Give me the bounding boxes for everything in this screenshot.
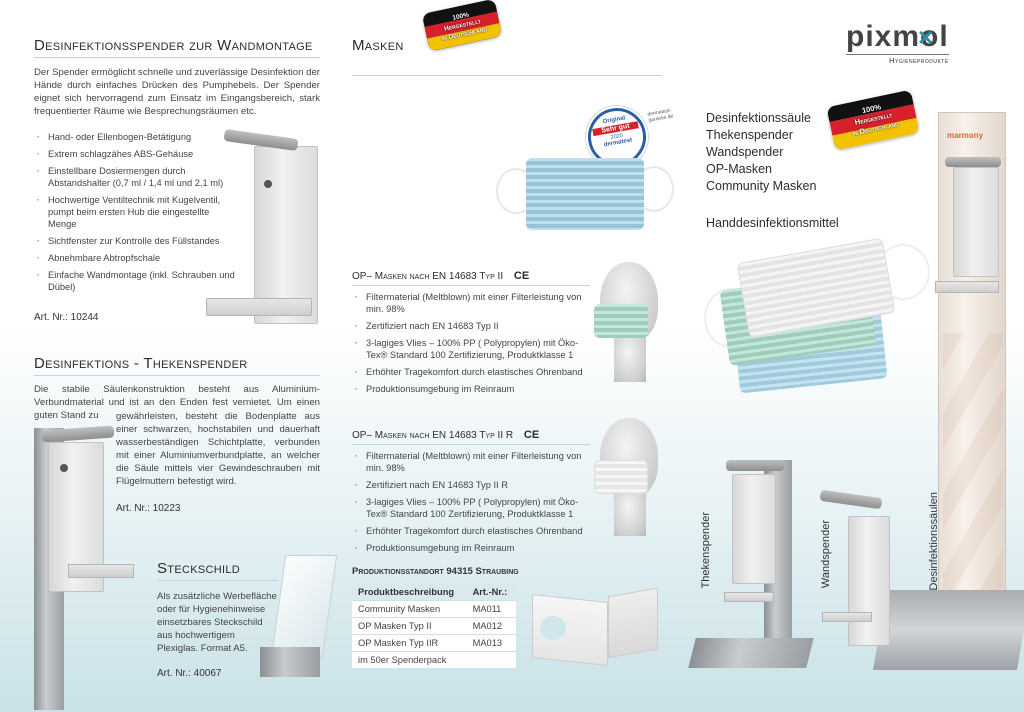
divider [34,375,320,376]
logo-text: pixmol [846,20,949,53]
feature-item: Sichtfenster zur Kontrolle des Füllstand… [34,234,240,247]
blue-mask-image [496,148,674,238]
production-site: Produktionsstandort 94315 Straubing [352,566,519,577]
feature-item: Zertifiziert nach EN 14683 Typ II R [352,478,598,491]
ce-mark: CE [523,429,540,441]
label-counter-dispenser: Thekenspender [700,512,712,589]
divider [352,285,590,286]
table-row: Community Masken MA011 [352,600,516,618]
typ2r-heading: OP– Masken nach EN 14683 Typ II R [352,430,514,441]
counter-dispenser-right-image [688,452,816,682]
feature-item: Hand- oder Ellenbogen-Betätigung [34,130,240,143]
art-nr-sign: Art. Nr.: 40067 [157,668,222,679]
counter-dispenser-description-b: gewährleisten, besteht die Bodenplatte a… [116,411,320,487]
feature-item: 3-lagiges Vlies – 100% PP ( Polypropylen… [352,495,598,520]
divider [352,75,662,76]
product-list-item: Community Masken [706,179,817,193]
feature-item: 3-lagiges Vlies – 100% PP ( Polypropylen… [352,336,598,361]
hand-sanitizer-label: Handdesinfektionsmittel [706,216,839,230]
divider [352,444,590,445]
product-list-item: Thekenspender [706,128,793,142]
feature-item: Erhöhter Tragekomfort durch elastisches … [352,524,598,537]
product-table: Produktbeschreibung Art.-Nr.: Community … [352,584,516,668]
divider [34,57,320,58]
wall-dispenser-right-image [819,488,900,648]
title-wall-dispenser: Desinfektionsspender zur Wandmontage [34,37,313,54]
made-in-germany-badge: 100% Hergestellt in Deutschland [421,0,503,52]
title-typ2: OP– Masken nach EN 14683 Typ II CE [352,270,529,282]
product-list-item: OP-Masken [706,162,772,176]
table-cell: OP Masken Typ IIR [352,634,467,652]
product-list-item: Desinfektionssäule [706,111,811,125]
feature-item: Zertifiziert nach EN 14683 Typ II [352,319,598,332]
title-typ2r: OP– Masken nach EN 14683 Typ II R CE [352,429,539,441]
title-counter-dispenser: Desinfektions - Thekenspender [34,355,248,372]
title-masks: Masken [352,37,404,54]
feature-item: Filtermaterial (Meltblown) mit einer Fil… [352,290,598,315]
divider [157,580,277,581]
typ2-features: Filtermaterial (Meltblown) mit einer Fil… [352,290,598,400]
disinfection-column-image: marmony [935,112,1006,652]
table-cell: MA011 [466,600,516,618]
feature-item: Filtermaterial (Meltblown) mit einer Fil… [352,449,598,474]
typ2-heading: OP– Masken nach EN 14683 Typ II [352,271,504,282]
feature-item: Produktionsumgebung im Reinraum [352,541,598,554]
table-header: Produktbeschreibung [352,584,467,601]
title-sign: Steckschild [157,560,240,577]
typ2r-features: Filtermaterial (Meltblown) mit einer Fil… [352,449,598,559]
product-list-item: Wandspender [706,145,784,159]
stacked-masks-image [696,237,936,420]
table-row: OP Masken Typ IIR MA013 [352,634,516,652]
label-disinfection-columns: Desinfektionssäulen [928,492,940,591]
wall-dispenser-image [206,128,328,328]
table-row: im 50er Spenderpack [352,651,516,668]
label-wall-dispenser: Wandspender [820,520,832,589]
table-cell: MA013 [466,634,516,652]
column-brand-text: marmony [947,131,984,140]
sign-image [258,555,338,680]
table-header: Art.-Nr.: [466,584,516,601]
feature-item: Hochwertige Ventiltechnik mit Kugelventi… [34,193,240,230]
sign-description: Als zusätzliche Werbefläche oder für Hyg… [157,591,277,654]
feature-item: Abnehmbare Abtropfschale [34,251,240,264]
feature-item: Extrem schlagzähes ABS-Gehäuse [34,147,240,160]
feature-item: Produktionsumgebung im Reinraum [352,382,598,395]
pixmol-logo: pixmol × Hygieneprodukte [846,22,949,65]
mannequin-head-green-mask [590,262,664,382]
mask-box-image [532,587,660,670]
made-in-germany-badge: 100% Hergestellt in Deutschland [826,89,920,151]
feature-item: Erhöhter Tragekomfort durch elastisches … [352,365,598,378]
logo-subtitle: Hygieneprodukte [846,54,949,65]
table-cell: OP Masken Typ II [352,617,467,635]
wall-dispenser-features: Hand- oder Ellenbogen-BetätigungExtrem s… [34,130,240,298]
table-footer: im 50er Spenderpack [352,651,516,668]
logo-x-icon: × [918,22,934,52]
art-nr-counter: Art. Nr.: 10223 [116,503,181,514]
feature-item: Einfache Wandmontage (inkl. Schrauben un… [34,268,240,293]
counter-dispenser-description-a: Die stabile Säulenkonstruktion besteht a… [34,384,320,421]
art-nr-wall: Art. Nr.: 10244 [34,312,99,323]
table-row: OP Masken Typ II MA012 [352,617,516,635]
counter-dispenser-image [28,420,140,710]
wall-dispenser-description: Der Spender ermöglicht schnelle und zuve… [34,67,320,117]
seal-side-text: dermatest-garantie.de [647,107,674,124]
feature-item: Einstellbare Dosiermengen durch Abstands… [34,164,240,189]
table-cell: Community Masken [352,600,467,618]
ce-mark: CE [513,270,530,282]
table-cell: MA012 [466,617,516,635]
mannequin-head-white-mask [590,418,664,536]
